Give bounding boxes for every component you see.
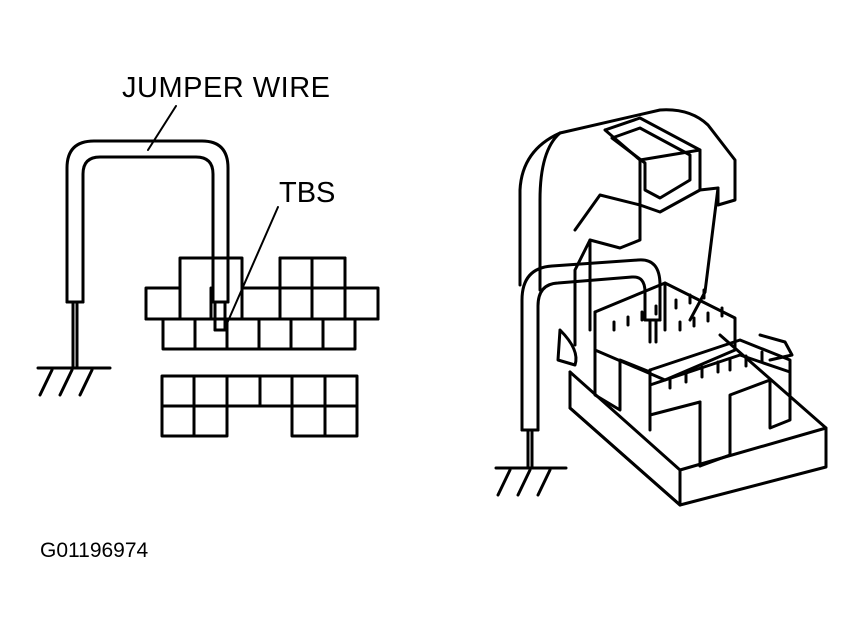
upper-connector <box>144 256 380 351</box>
figure-code: G01196974 <box>40 539 149 562</box>
jumper-wire-label: JUMPER WIRE <box>122 72 331 104</box>
jumper-wire-left <box>65 139 230 370</box>
jumper-wire-right <box>520 258 662 470</box>
ground-icon-right <box>494 466 568 497</box>
leader-lines <box>147 105 279 329</box>
ground-icon-left <box>36 366 112 397</box>
connector-3d-illustration <box>518 108 828 507</box>
lower-connector <box>160 374 359 438</box>
tbs-label: TBS <box>279 177 336 209</box>
